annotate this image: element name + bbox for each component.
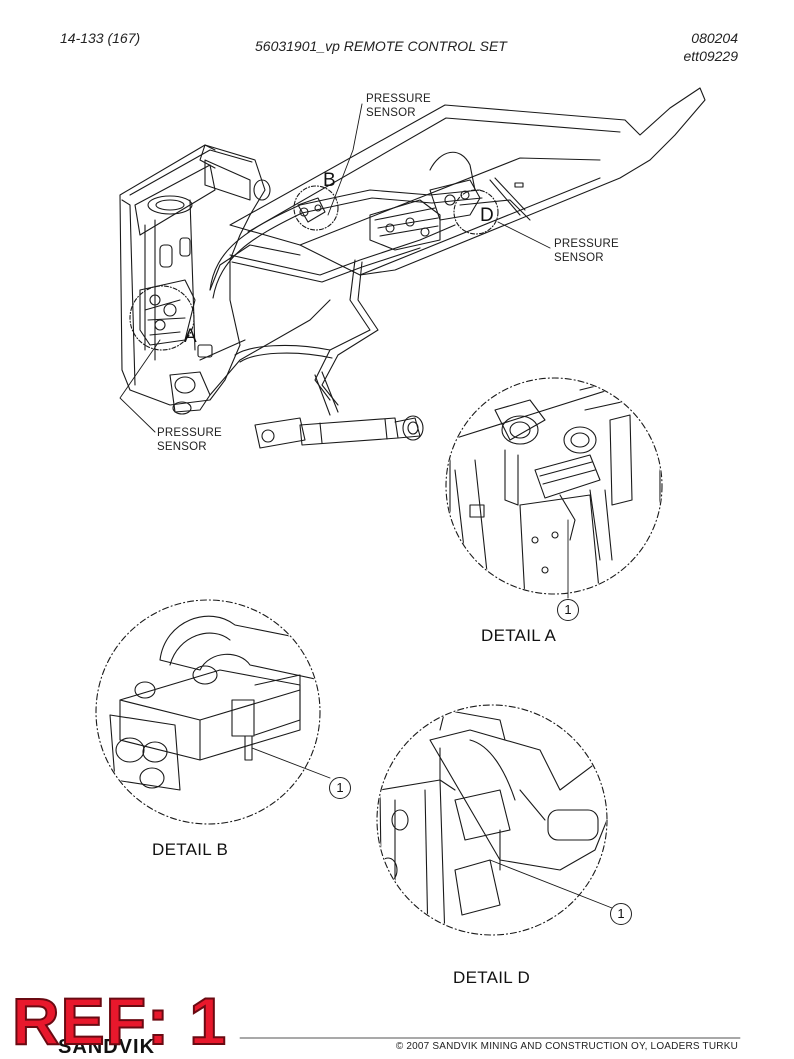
machine-frame-illustration [119, 87, 706, 415]
detail-b-illustration [95, 599, 331, 825]
pressure-sensor-label-a: PRESSURE SENSOR [157, 427, 222, 453]
page-title: 56031901_vp REMOTE CONTROL SET [255, 38, 507, 54]
detail-d-item-balloon: 1 [610, 903, 632, 925]
detail-d-illustration [376, 704, 613, 936]
copyright-footer: © 2007 SANDVIK MINING AND CONSTRUCTION O… [395, 1041, 738, 1052]
detail-marker-circles [129, 185, 499, 351]
detail-a-item-balloon: 1 [557, 599, 579, 621]
detail-a-illustration [445, 377, 663, 599]
leader-lines [119, 103, 551, 433]
detail-marker-b: B [323, 170, 336, 191]
pressure-sensor-label-b: PRESSURE SENSOR [366, 93, 431, 119]
document-code: 080204 [691, 30, 738, 46]
hose-routing-illustration [209, 151, 531, 406]
detail-d-label: DETAIL D [453, 968, 531, 987]
detail-a-label: DETAIL A [481, 626, 557, 645]
ref-stamp: REF: 1 [11, 984, 228, 1058]
hydraulic-cylinder-illustration [254, 371, 424, 449]
pressure-sensor-label-d: PRESSURE SENSOR [554, 238, 619, 264]
drawing-code: ett09229 [683, 48, 739, 64]
detail-marker-a: A [184, 326, 197, 347]
detail-marker-d: D [480, 205, 494, 226]
page-reference: 14-133 (167) [60, 30, 141, 46]
detail-b-item-balloon: 1 [329, 777, 351, 799]
boom-valve-blocks [297, 179, 524, 251]
detail-b-label: DETAIL B [152, 840, 229, 859]
